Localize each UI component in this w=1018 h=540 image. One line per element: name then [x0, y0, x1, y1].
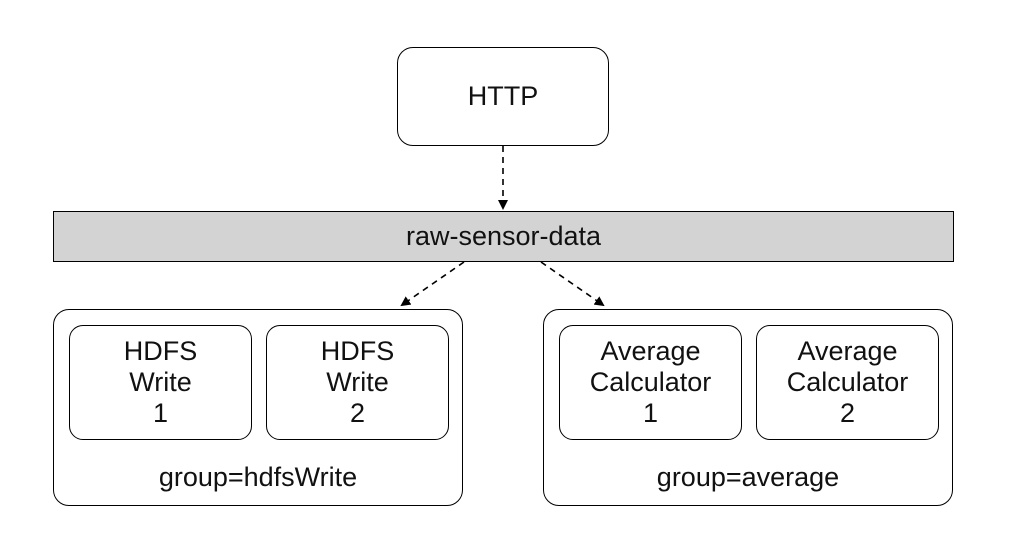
worker-line-2: Calculator — [589, 367, 712, 397]
consumer-group-average: Average Calculator 1 Average Calculator … — [543, 309, 953, 506]
topic-label: raw-sensor-data — [405, 221, 602, 251]
worker-line-3: 1 — [152, 398, 169, 428]
worker-hdfs-write-2: HDFS Write 2 — [266, 325, 449, 440]
worker-line-1: Average — [797, 336, 898, 366]
worker-average-calculator-1: Average Calculator 1 — [559, 325, 742, 440]
http-source-node: HTTP — [397, 47, 609, 146]
http-source-label: HTTP — [467, 81, 539, 111]
group-label-hdfswrite: group=hdfsWrite — [158, 462, 358, 492]
worker-line-1: HDFS — [123, 336, 198, 366]
worker-line-1: Average — [600, 336, 701, 366]
worker-hdfs-write-1: HDFS Write 1 — [69, 325, 252, 440]
worker-line-2: Write — [129, 367, 192, 397]
group-label-average: group=average — [656, 462, 840, 492]
worker-line-1: HDFS — [320, 336, 395, 366]
worker-line-2: Write — [326, 367, 389, 397]
worker-average-calculator-2: Average Calculator 2 — [756, 325, 939, 440]
worker-line-2: Calculator — [786, 367, 909, 397]
arrow-topic-to-hdfswrite — [400, 261, 465, 307]
worker-line-3: 1 — [642, 398, 659, 428]
topic-bar: raw-sensor-data — [53, 211, 954, 262]
worker-line-3: 2 — [839, 398, 856, 428]
consumer-group-hdfswrite: HDFS Write 1 HDFS Write 2 group=hdfsWrit… — [53, 309, 463, 506]
arrow-topic-to-average — [540, 261, 605, 307]
worker-line-3: 2 — [349, 398, 366, 428]
